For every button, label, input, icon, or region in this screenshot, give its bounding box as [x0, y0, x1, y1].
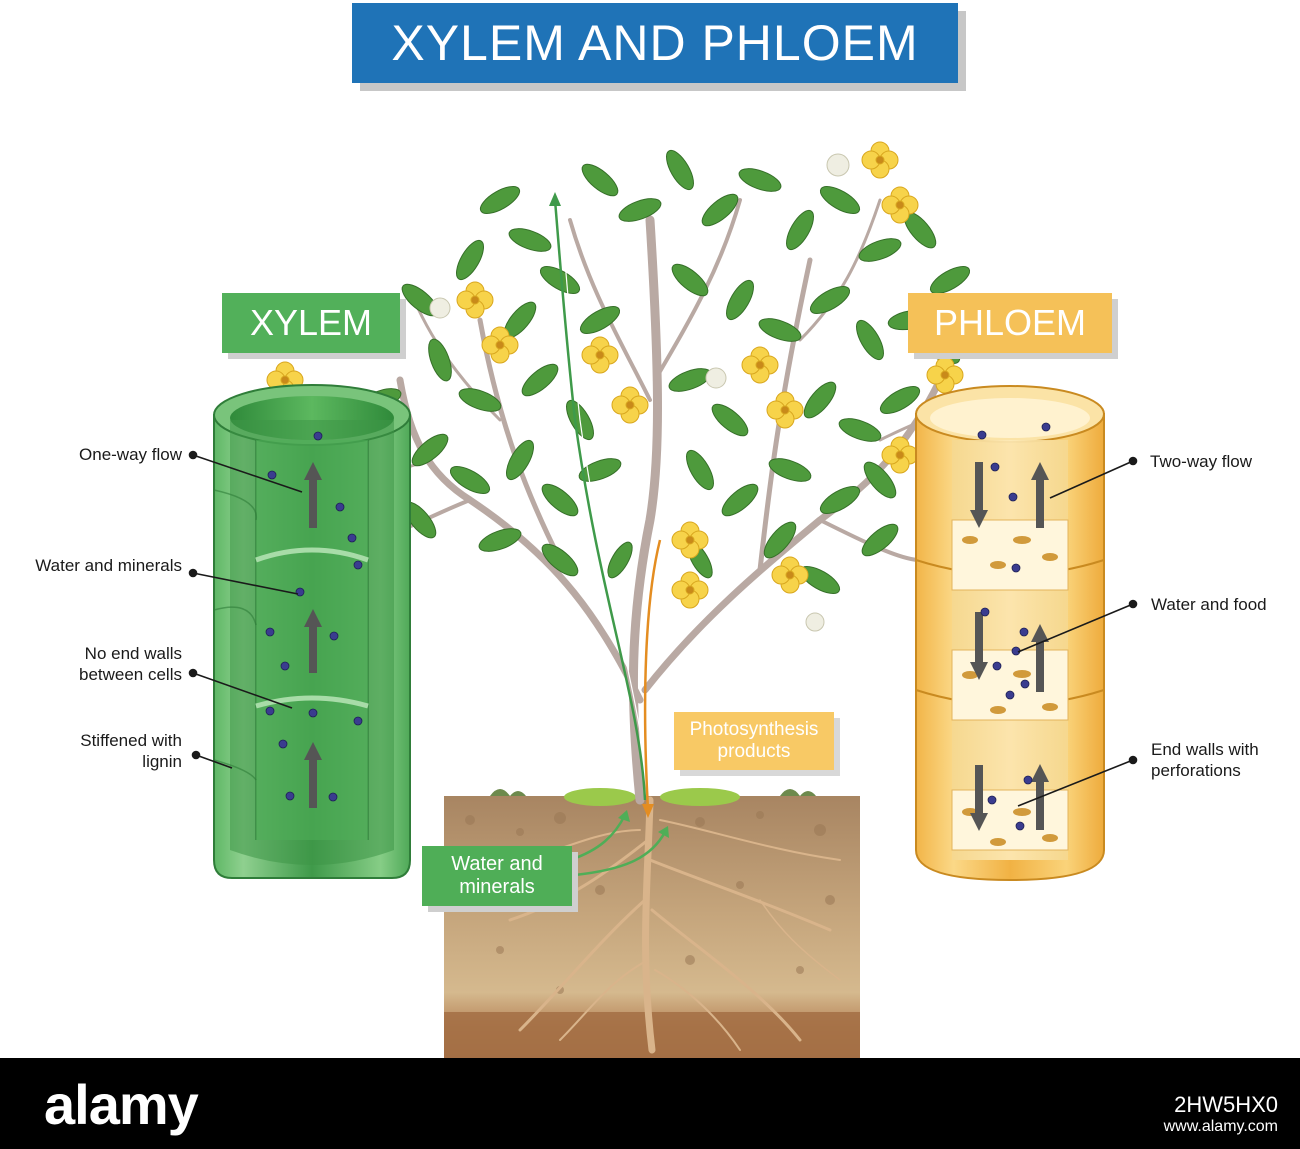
phloem-sieve-tube: [915, 385, 1105, 882]
phloem-label-two-way-flow: Two-way flow: [1150, 451, 1252, 472]
phloem-label-line1: Two-way flow: [1150, 452, 1253, 471]
page-title: XYLEM AND PHLOEM: [391, 15, 919, 71]
seed-puffs: [429, 153, 850, 632]
photosynthesis-tag-line2: products: [717, 741, 791, 762]
watermark-footer: alamy 2HW5HX0 www.alamy.com: [0, 1058, 1300, 1149]
phloem-label-line1: End walls with: [1151, 740, 1259, 759]
xylem-vessel: [213, 384, 411, 879]
phloem-label-water-food: Water and food: [1151, 594, 1267, 615]
phloem-tag: PHLOEM: [908, 293, 1112, 353]
roots: [469, 796, 841, 1054]
xylem-flow-line: [549, 192, 649, 801]
image-id: 2HW5HX0: [1174, 1092, 1278, 1117]
water-tag-line1: Water and: [451, 853, 543, 875]
xylem-label-line1: Water and minerals: [35, 556, 182, 575]
brand-url: www.alamy.com: [1163, 1118, 1278, 1135]
phloem-label-end-walls: End walls with perforations: [1151, 739, 1259, 781]
photosynthesis-products-tag: Photosynthesis products: [674, 712, 834, 770]
xylem-label-one-way-flow: One-way flow: [79, 444, 182, 465]
phloem-label-line1: Water and food: [1151, 595, 1267, 614]
water-tag-line2: minerals: [459, 876, 535, 898]
flowers: [266, 141, 964, 609]
photosynthesis-tag-line1: Photosynthesis: [689, 719, 819, 740]
leaves: [358, 149, 971, 594]
root-uptake-arrows: [569, 810, 669, 877]
xylem-label-lignin: Stiffened with lignin: [80, 730, 182, 772]
xylem-label-no-end-walls: No end walls between cells: [79, 643, 182, 685]
phloem-flow-line: [642, 539, 662, 818]
xylem-label-water-minerals: Water and minerals: [35, 555, 182, 576]
phloem-label-line2: perforations: [1151, 761, 1241, 780]
diagram-art: [188, 141, 1138, 1058]
xylem-tag: XYLEM: [222, 293, 400, 353]
xylem-label-line1: No end walls: [84, 644, 182, 663]
xylem-label-line2: between cells: [78, 665, 182, 684]
title-banner: XYLEM AND PHLOEM: [352, 3, 958, 83]
xylem-label-line1: One-way flow: [79, 445, 182, 464]
water-minerals-tag: Water and minerals: [422, 846, 572, 906]
brand-logo: alamy: [44, 1073, 199, 1136]
xylem-label-line1: Stiffened with: [80, 731, 182, 750]
tree-trunk: [328, 198, 972, 805]
xylem-label-line2: lignin: [142, 752, 182, 771]
leader-lines: [188, 450, 1138, 807]
